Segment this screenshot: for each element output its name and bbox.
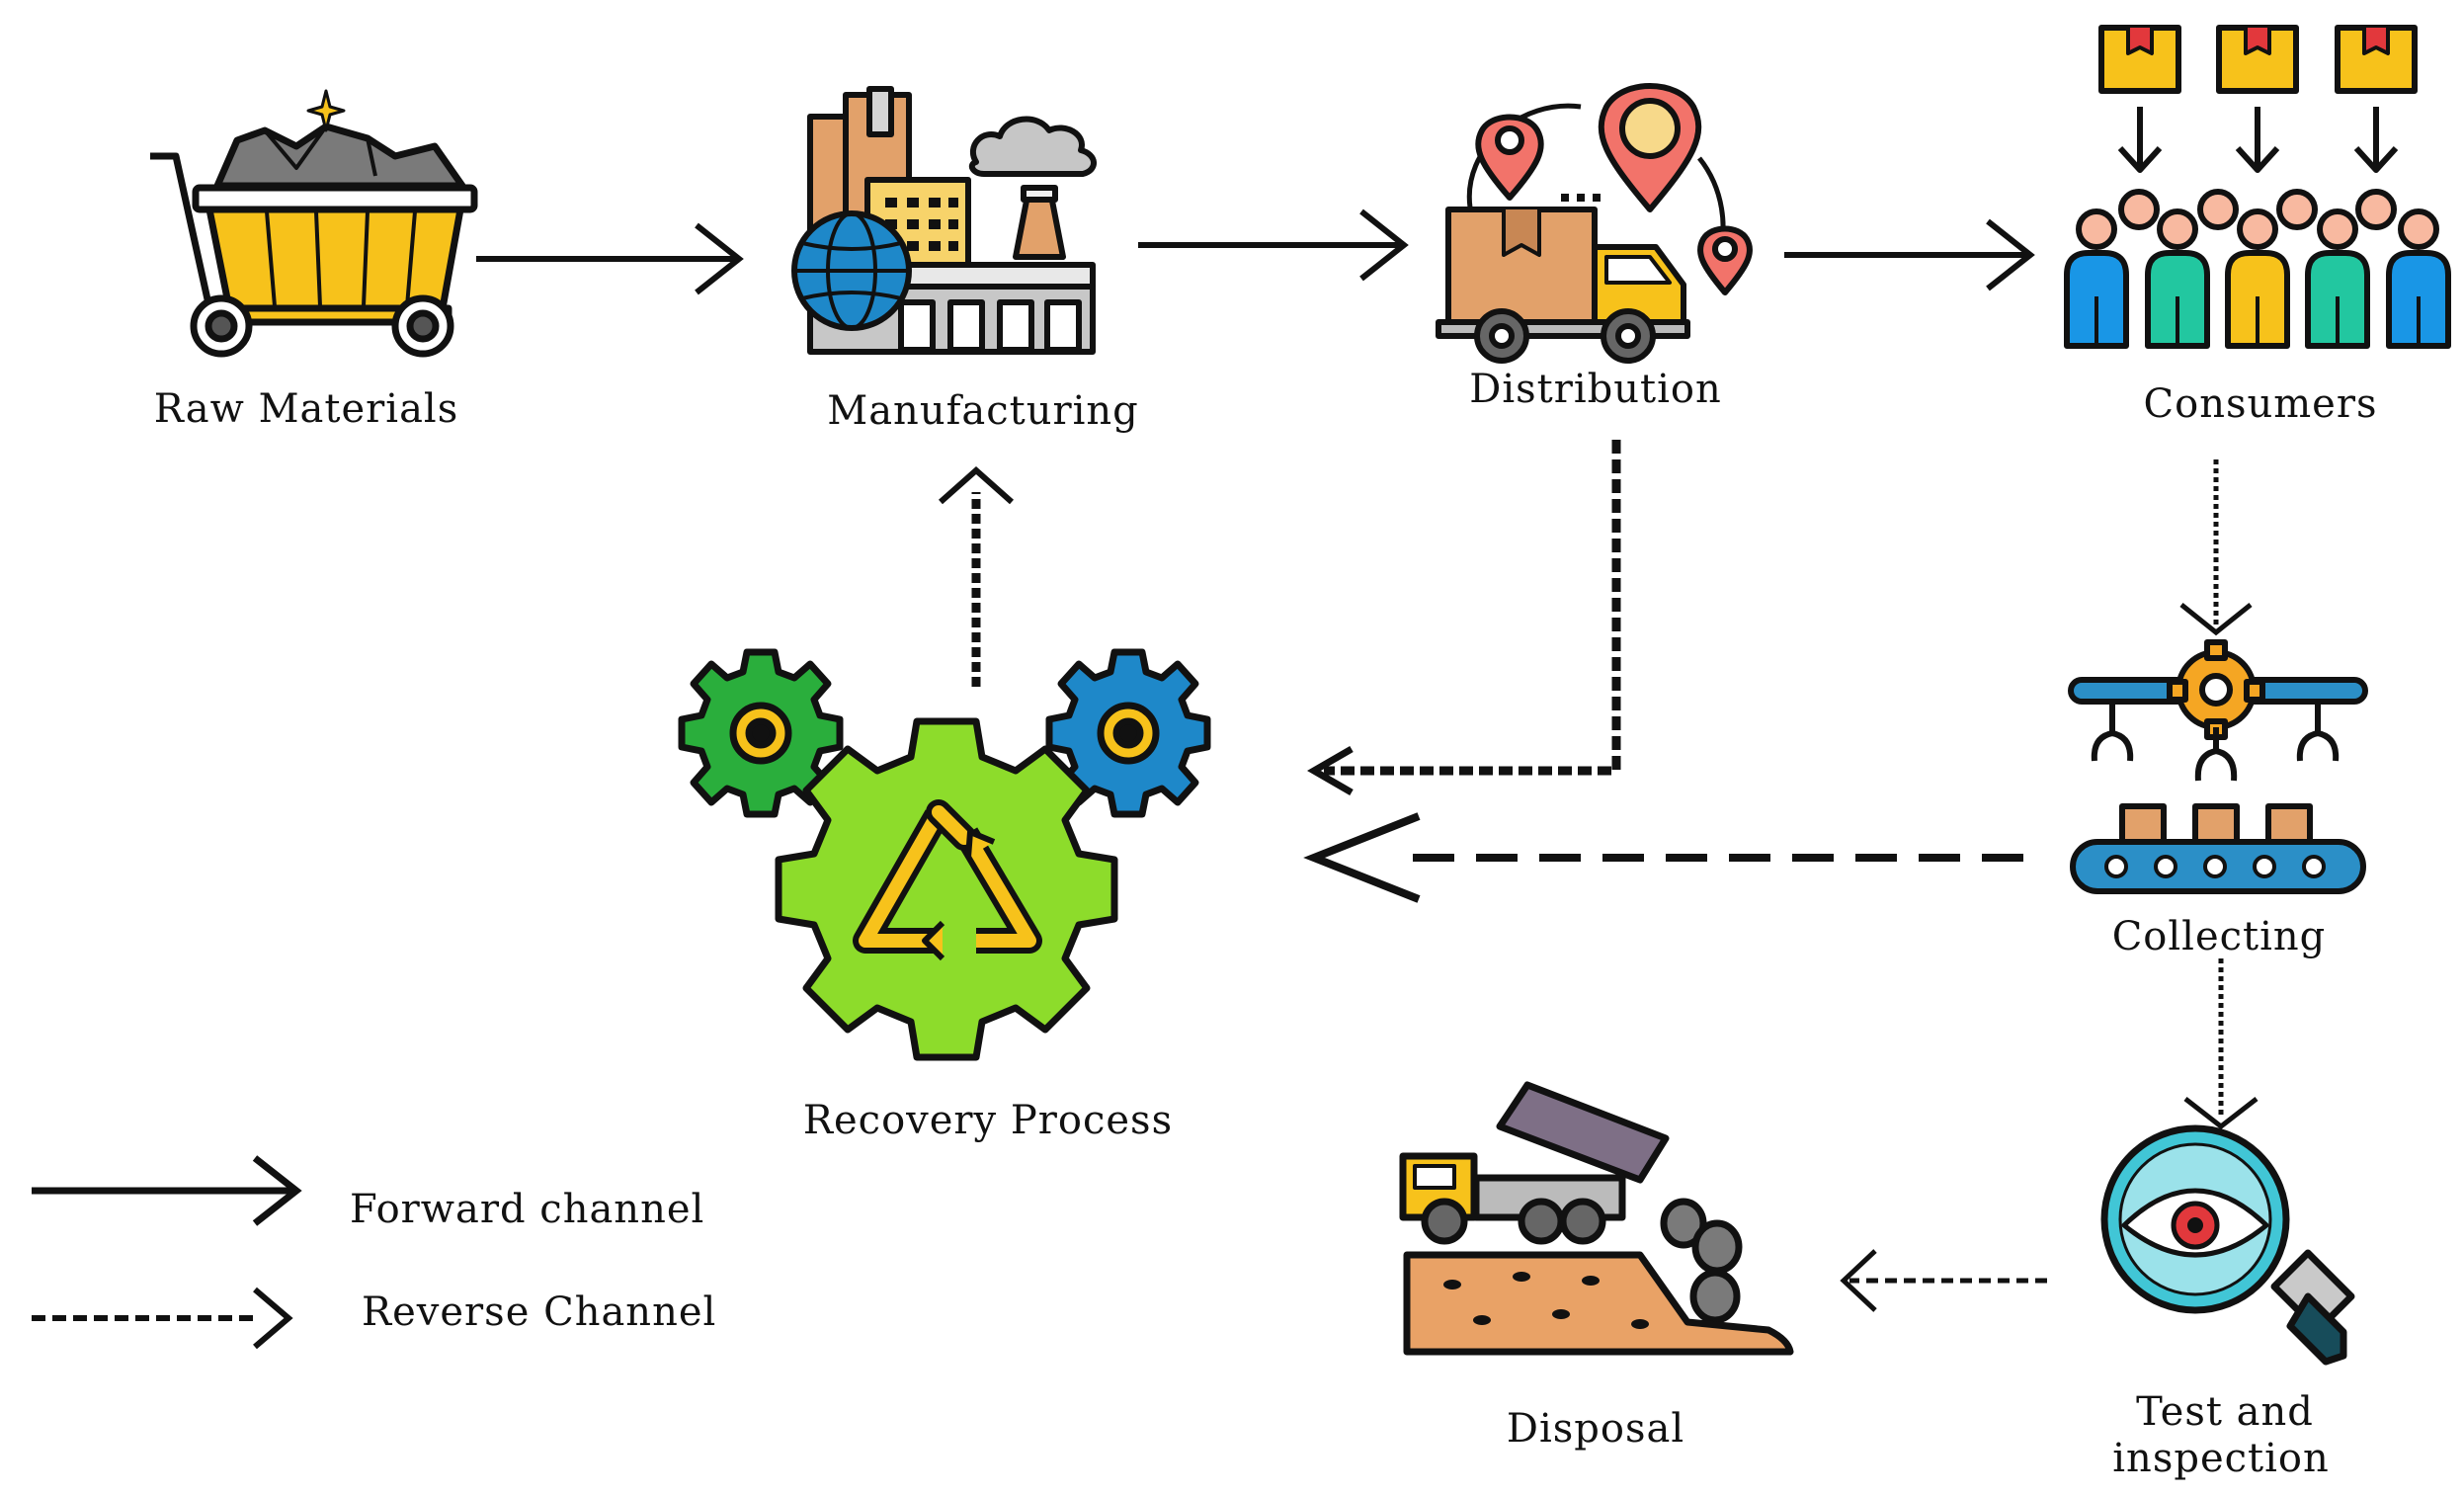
reverse-arrow-collecting-to-recovery — [1303, 812, 2023, 903]
delivery-truck-icon — [1436, 83, 1753, 364]
legend-forward-line — [32, 1155, 302, 1226]
label-disposal: Disposal — [1506, 1406, 1685, 1452]
reverse-arrow-distribution-to-recovery — [1307, 440, 1621, 796]
magnifier-eye-icon — [2100, 1124, 2355, 1366]
conveyor-robot-icon — [2068, 639, 2368, 894]
forward-arrow-raw-to-manufacturing — [476, 222, 744, 295]
reverse-arrow-recovery-to-manufacturing — [939, 465, 1014, 687]
reverse-arrow-test-to-disposal — [1840, 1249, 2047, 1312]
legend-reverse-label: Reverse Channel — [362, 1289, 717, 1335]
label-recovery-process: Recovery Process — [802, 1098, 1174, 1143]
legend-forward-label: Forward channel — [350, 1187, 705, 1232]
label-distribution: Distribution — [1469, 367, 1722, 412]
dump-truck-icon — [1399, 1081, 1794, 1356]
mining-cart-icon — [150, 89, 478, 358]
reverse-arrow-consumers-to-collecting — [2179, 459, 2253, 636]
label-collecting: Collecting — [2111, 914, 2327, 959]
label-raw-materials: Raw Materials — [153, 386, 459, 432]
label-test-inspection-line1: Test and — [2136, 1389, 2314, 1435]
forward-arrow-distribution-to-consumers — [1784, 218, 2035, 291]
forward-arrow-manufacturing-to-distribution — [1138, 208, 1409, 282]
recycle-gear-icon — [678, 648, 1211, 1061]
reverse-arrow-collecting-to-test — [2183, 958, 2259, 1130]
label-manufacturing: Manufacturing — [827, 388, 1139, 434]
label-consumers: Consumers — [2143, 381, 2378, 427]
consumers-group-icon — [2064, 25, 2451, 349]
legend-reverse-line — [32, 1287, 293, 1350]
label-test-inspection-line2: inspection — [2112, 1436, 2330, 1481]
factory-icon — [791, 86, 1097, 355]
